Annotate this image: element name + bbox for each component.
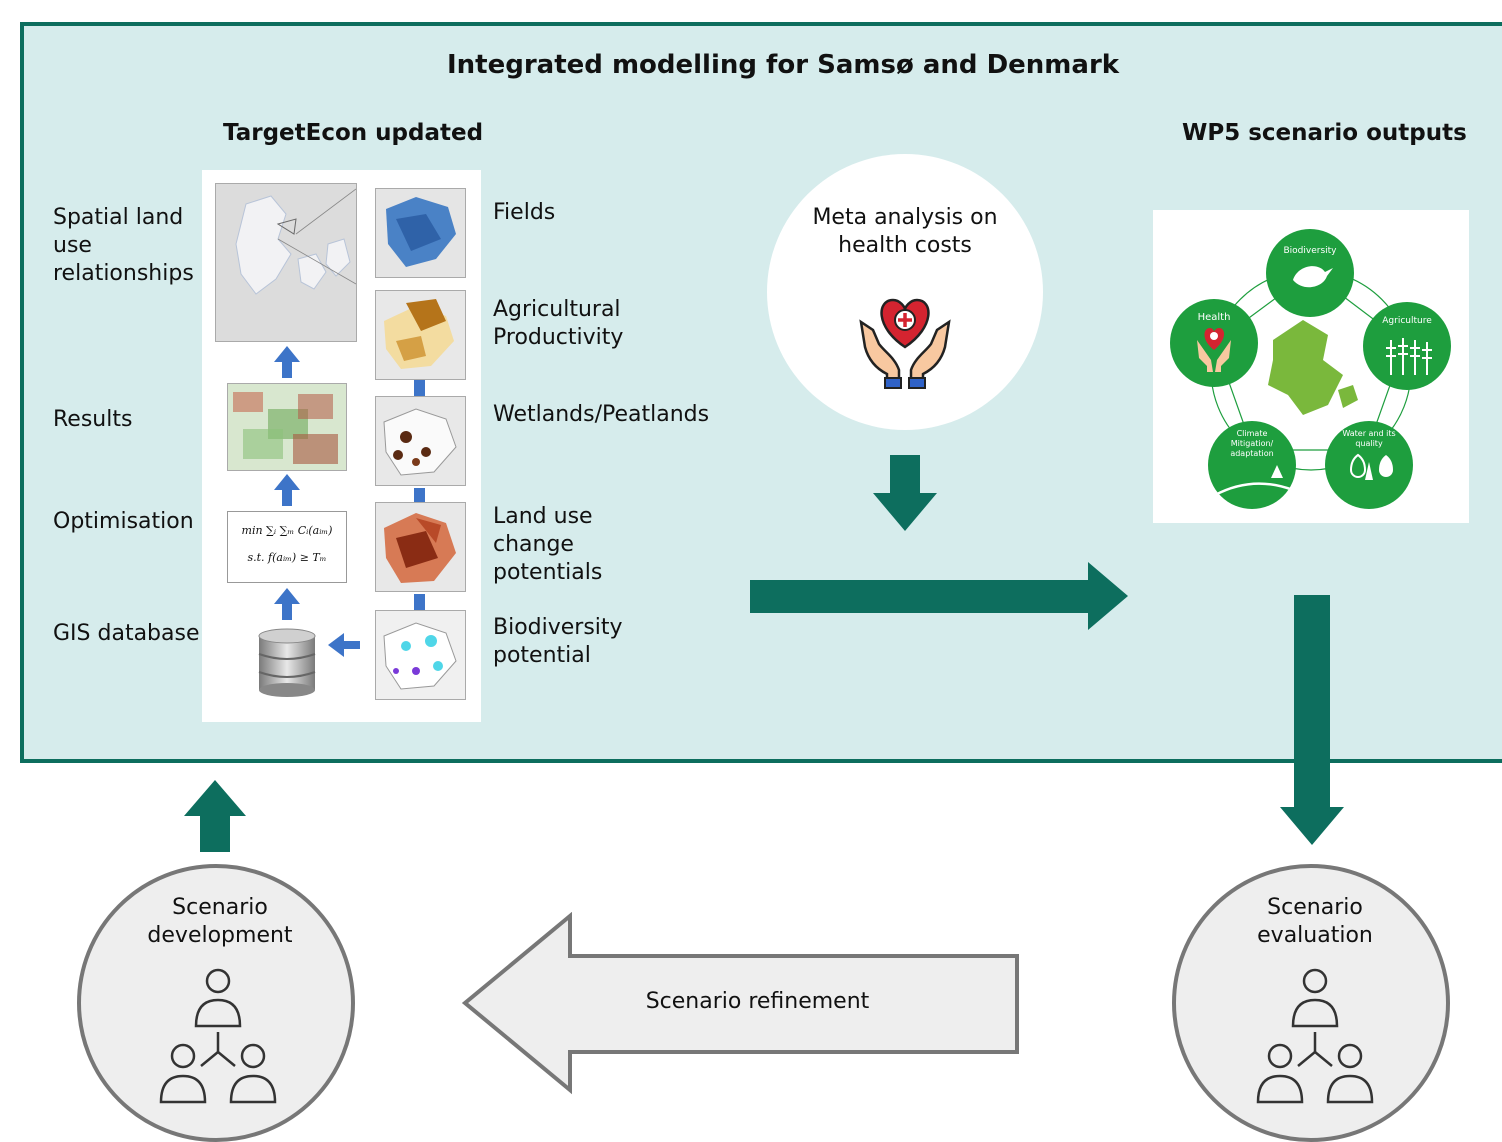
formula-constraint: s.t. f(aᵢₘ) ≥ Tₘ [247,551,327,564]
scenario-evaluation-label: Scenario evaluation [1257,895,1373,948]
arrow-left-layers-to-gis [328,633,360,657]
land-use-change-map [375,502,466,592]
denmark-overview-map [215,183,357,342]
arrow-up-to-model [184,780,246,852]
landscape-icon [1214,465,1294,497]
targetecon-title: TargetEcon updated [223,120,484,146]
bird-icon [1293,266,1333,288]
node-biodiversity-label: Biodiversity [1283,246,1337,256]
health-costs-circle: Meta analysis on health costs [767,154,1043,430]
arrow-up-optimisation-to-results [274,474,300,506]
layer-label-fields: Fields [493,200,556,225]
biodiversity-potential-map [375,610,466,700]
people-hierarchy-icon [159,968,277,1104]
health-costs-label: Meta analysis on health costs [812,205,998,258]
agricultural-productivity-map [375,290,466,380]
arrow-down-health [873,455,937,531]
label-results: Results [53,407,133,432]
label-gis-database: GIS database [53,621,200,646]
database-icon [258,628,316,697]
optimisation-formula: min ∑ᵢ ∑ₘ Cᵢ(aᵢₘ) s.t. f(aᵢₘ) ≥ Tₘ [227,511,347,583]
targetecon-flow-arrows [274,346,425,657]
people-hierarchy-icon [1256,968,1374,1104]
layer-label-wetlands-peatlands: Wetlands/Peatlands [493,402,710,427]
wp5-title: WP5 scenario outputs [1182,120,1467,146]
scenario-development-label: Scenario development [147,895,293,948]
layer-label-land-use-change: Land use change potentials [493,504,603,585]
arrow-right-to-wp5 [750,562,1128,630]
node-climate-label: Climate Mitigation/ adaptation [1230,429,1274,458]
diagram-title: Integrated modelling for Samsø and Denma… [447,50,1120,80]
layer-label-biodiversity-potential: Biodiversity potential [493,615,623,668]
arrow-down-to-evaluation [1280,595,1344,845]
node-water-label: Water and its quality [1342,429,1396,448]
label-optimisation: Optimisation [53,509,194,534]
arrow-up-gis-to-optimisation [274,588,300,620]
health-node-icon [1197,328,1231,372]
scenario-evaluation-circle: Scenario evaluation [1172,864,1450,1142]
node-climate [1208,421,1296,509]
scenario-development-circle: Scenario development [77,864,355,1142]
fields-map [375,188,466,278]
node-health-label: Health [1198,312,1231,323]
node-agriculture-label: Agriculture [1382,316,1432,326]
scenario-refinement-arrow [461,912,1019,1095]
formula-objective: min ∑ᵢ ∑ₘ Cᵢ(aᵢₘ) [241,524,333,537]
wetlands-peatlands-map [375,396,466,486]
scenario-refinement-label: Scenario refinement [645,989,870,1014]
water-drops-icon [1349,453,1393,480]
wp5-outputs-box: Biodiversity Agriculture Health Water an… [1153,210,1469,523]
health-hands-heart-icon [859,298,951,389]
arrow-up-results-to-spatial [274,346,300,378]
label-spatial-land-use: Spatial land use relationships [53,205,194,286]
layer-label-agricultural-productivity: Agricultural Productivity [493,297,624,350]
main-flow-arrows [750,455,1128,630]
wheat-icon [1386,338,1432,375]
results-map [227,383,347,471]
